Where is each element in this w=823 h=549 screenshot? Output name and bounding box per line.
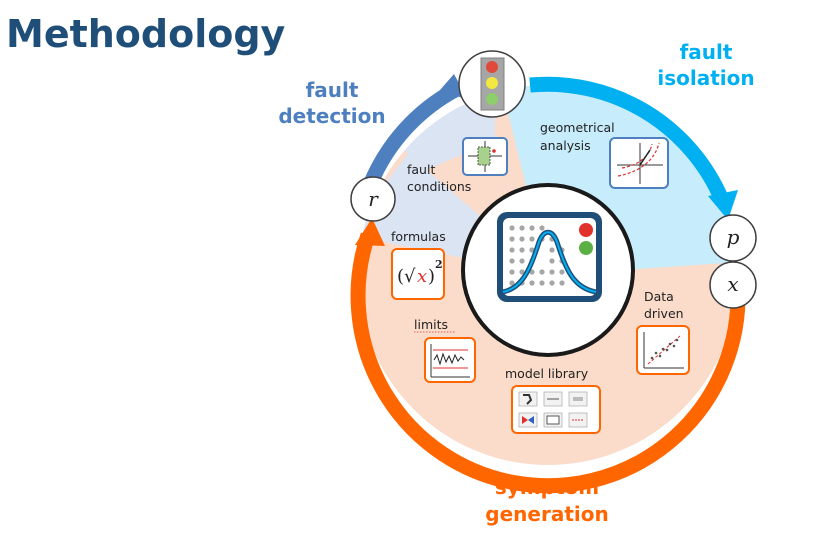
fault-isolation-arrow: [529, 76, 729, 203]
fault-isolation-label-line2: isolation: [657, 66, 754, 90]
central-logo: [497, 212, 602, 302]
symptom-generation-arrowhead: [355, 218, 385, 246]
traffic-light-icon: [458, 50, 526, 118]
geometrical-analysis-icon: [609, 137, 669, 189]
p-symbol: p: [727, 225, 740, 249]
symptom-generation-label-line2: generation: [485, 502, 608, 526]
geometrical-analysis-label-line2: analysis: [540, 138, 591, 153]
fault-conditions-icon: [462, 137, 508, 176]
symptom-generation-label-line1: symptom: [495, 475, 599, 499]
formula-icon: (√ x ) 2: [391, 248, 445, 300]
fault-detection-label-line2: detection: [278, 104, 385, 128]
fault-conditions-label-line1: fault: [407, 162, 435, 177]
page-title: Methodology: [6, 12, 286, 56]
p-signal-node: [709, 214, 757, 262]
r-symbol: r: [368, 187, 379, 211]
x-signal-node: [709, 261, 757, 309]
symptom-generation-arrow: [350, 232, 746, 494]
svg-text:): ): [428, 266, 435, 287]
fault-isolation-label-line1: fault: [680, 40, 733, 64]
fault-isolation-arrowhead: [708, 190, 738, 220]
formulas-label: formulas: [391, 229, 446, 244]
formula-exponent: 2: [435, 258, 443, 271]
model-library-icon: [511, 385, 601, 434]
data-driven-label-line2: driven: [644, 306, 684, 321]
r-signal-node: [350, 176, 396, 222]
data-driven-label-line1: Data: [644, 289, 674, 304]
fault-conditions-label-line2: conditions: [407, 179, 471, 194]
limits-label: limits: [414, 317, 448, 332]
formula-variable: x: [417, 266, 427, 287]
model-library-label: model library: [505, 366, 589, 381]
limits-chart-icon: [424, 337, 476, 383]
data-driven-scatter-icon: [636, 325, 690, 375]
svg-text:(√: (√: [397, 266, 416, 287]
fault-detection-label-line1: fault: [306, 78, 359, 102]
x-symbol: x: [727, 272, 738, 296]
geometrical-analysis-label-line1: geometrical: [540, 120, 615, 135]
fault-detection-arrow: [363, 83, 459, 188]
